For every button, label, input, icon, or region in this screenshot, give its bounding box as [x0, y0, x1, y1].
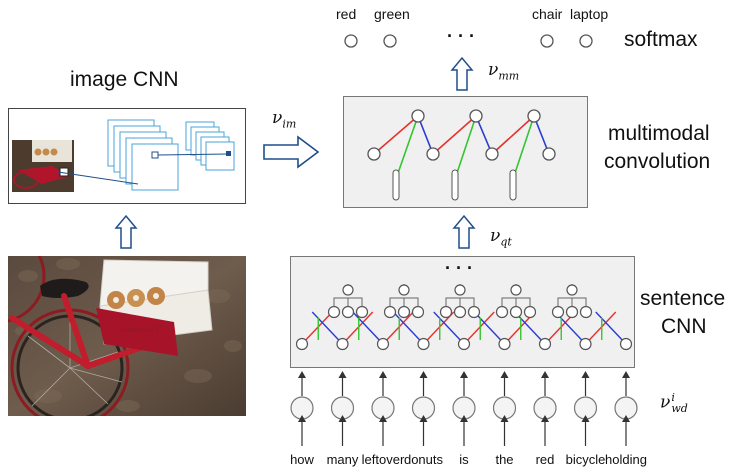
word-arrowhead [460, 371, 468, 378]
word-arrowhead [581, 371, 590, 378]
softmax-node [383, 34, 397, 48]
softmax-label: softmax [624, 28, 698, 51]
word-embedding-node [573, 396, 598, 420]
word-arrowhead [581, 415, 590, 422]
word-arrowhead [500, 415, 509, 422]
word-embedding-node [330, 396, 355, 420]
word-arrowhead [541, 415, 549, 422]
nu-qt-label: νqt [490, 226, 512, 249]
word-label: how [290, 452, 314, 467]
sentence-to-multimodal-arrow [452, 214, 476, 249]
word-label: donuts [403, 452, 444, 467]
word-label: the [495, 452, 514, 467]
word-embedding-node [492, 396, 517, 420]
output-label-red: red [336, 6, 357, 22]
word-arrowhead [298, 371, 306, 378]
word-label: red [535, 452, 555, 467]
sentence-cnn-label-line2: CNN [661, 315, 707, 338]
image-to-multimodal-arrow [263, 135, 320, 169]
image-cnn-label: image CNN [70, 68, 179, 91]
output-label-laptop: laptop [570, 6, 609, 22]
output-label-chair: chair [532, 6, 563, 22]
word-arrowhead [500, 371, 509, 378]
bicycle-donut-photo: DOUGHNUTS [8, 256, 246, 416]
softmax-node [540, 34, 554, 48]
multimodal-convolution-panel [343, 96, 588, 208]
word-label: leftover [361, 452, 405, 467]
word-arrowhead [541, 371, 549, 378]
multimodal-to-softmax-arrow [450, 56, 474, 91]
sentence-ellipsis: · · · [445, 258, 473, 278]
output-label-green: green [374, 6, 410, 22]
word-arrowhead [379, 371, 387, 378]
word-embedding-node [452, 396, 476, 420]
word-arrowhead [419, 371, 428, 378]
word-embedding-node [290, 396, 314, 420]
photo-to-image-cnn-arrow [114, 214, 138, 249]
word-label: is [459, 452, 469, 467]
word-label: holding [605, 452, 647, 467]
output-ellipsis: · · · [447, 26, 475, 46]
softmax-node [344, 34, 358, 48]
word-arrowhead [460, 415, 468, 422]
nu-mm-label: νmm [488, 60, 520, 83]
word-arrowhead [622, 371, 630, 378]
word-embedding-node [533, 396, 557, 420]
word-arrowhead [379, 415, 387, 422]
sentence-cnn-label-line1: sentence [640, 287, 726, 310]
word-arrowhead [338, 371, 347, 378]
multimodal-label-line1: multimodal [608, 122, 710, 145]
softmax-node [579, 34, 593, 48]
word-embedding-node [411, 396, 436, 420]
word-embedding-node [614, 396, 638, 420]
word-arrowhead [338, 415, 347, 422]
word-arrowhead [622, 415, 630, 422]
image-cnn-thumbnail [12, 140, 74, 192]
word-label: many [326, 452, 359, 467]
nu-im-label: νim [272, 108, 297, 131]
svg-text:DOUGHNUTS: DOUGHNUTS [120, 328, 159, 334]
word-arrowhead [298, 415, 306, 422]
word-arrowhead [419, 415, 428, 422]
word-embedding-node [371, 396, 395, 420]
multimodal-label-line2: convolution [604, 150, 711, 173]
word-label: bicycle [565, 452, 606, 467]
